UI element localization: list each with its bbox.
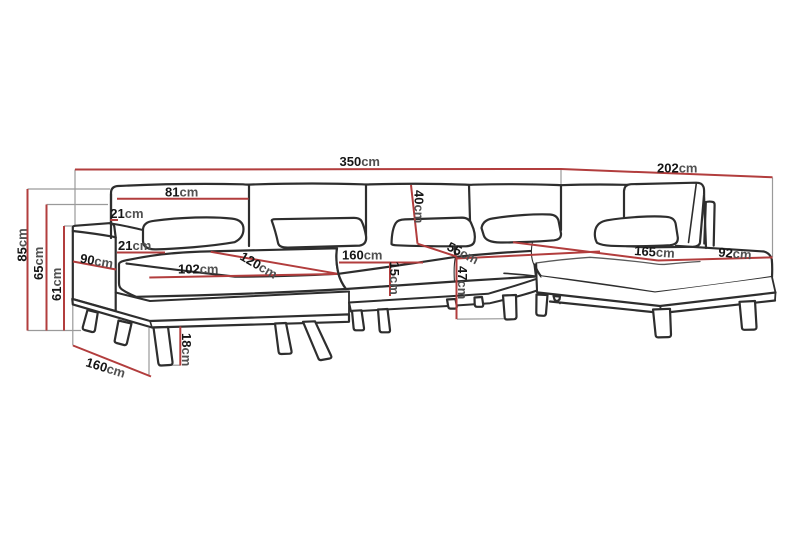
svg-text:160cm: 160cm xyxy=(84,355,127,381)
svg-text:61cm: 61cm xyxy=(49,268,64,301)
svg-text:21cm: 21cm xyxy=(118,238,151,253)
svg-text:92cm: 92cm xyxy=(718,245,752,263)
svg-text:21cm: 21cm xyxy=(110,206,143,221)
svg-text:85cm: 85cm xyxy=(15,228,30,261)
svg-text:81cm: 81cm xyxy=(165,185,198,200)
svg-text:165cm: 165cm xyxy=(634,243,675,261)
svg-text:40cm: 40cm xyxy=(412,190,427,223)
svg-text:47cm: 47cm xyxy=(455,266,470,299)
svg-text:65cm: 65cm xyxy=(31,247,46,280)
svg-text:55cm: 55cm xyxy=(445,239,481,267)
svg-text:102cm: 102cm xyxy=(178,262,219,277)
svg-text:15cm: 15cm xyxy=(387,262,402,295)
svg-text:160cm: 160cm xyxy=(342,248,383,263)
svg-text:90cm: 90cm xyxy=(79,251,114,272)
svg-text:202cm: 202cm xyxy=(657,161,698,176)
svg-text:18cm: 18cm xyxy=(179,333,194,366)
svg-text:350cm: 350cm xyxy=(340,154,381,169)
